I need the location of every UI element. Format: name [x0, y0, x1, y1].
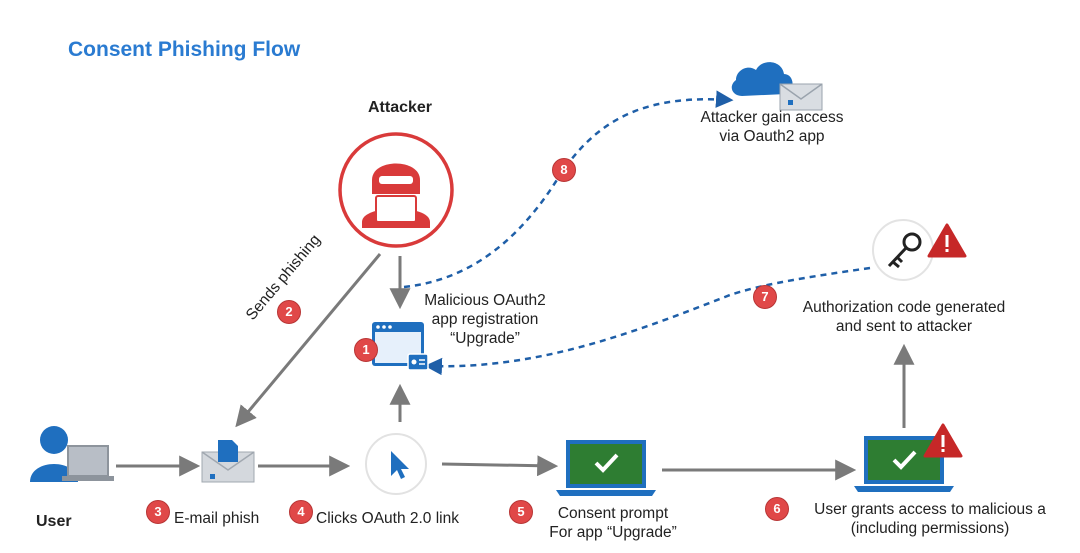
step-5-label: Consent prompt For app “Upgrade” [549, 505, 677, 541]
warning-icon-bottom [923, 423, 963, 458]
attacker-icon [338, 132, 454, 248]
user-label: User [36, 513, 72, 530]
warning-icon-top [927, 223, 967, 258]
step-6-label: User grants access to malicious a (inclu… [814, 501, 1046, 537]
cursor-icon [365, 433, 427, 495]
email-icon [201, 440, 255, 483]
attacker-label: Attacker [368, 99, 433, 116]
step-badge-4: 4 [289, 500, 313, 524]
key-icon [872, 219, 934, 281]
step-badge-1: 1 [354, 338, 378, 362]
step-3-label: E-mail phish [174, 510, 260, 527]
step-badge-8: 8 [552, 158, 576, 182]
step-badge-2: 2 [277, 300, 301, 324]
step-badge-3: 3 [146, 500, 170, 524]
app-window-icon [372, 322, 429, 371]
arrow-attacker-to-email [235, 253, 382, 428]
step-4-label: Clicks OAuth 2.0 link [316, 510, 459, 527]
cloud-mail-icon [731, 62, 823, 111]
arrow-authcode-to-app [424, 266, 871, 376]
access-label: Attacker gain access via Oauth2 app [700, 109, 844, 145]
arrow-click-to-consent [441, 455, 559, 477]
step-badge-6: 6 [765, 497, 789, 521]
step-badge-7: 7 [753, 285, 777, 309]
user-laptop-icon [30, 426, 114, 482]
malicious-app-label: Malicious OAuth2 app registration “Upgra… [424, 292, 546, 347]
step-badge-5: 5 [509, 500, 533, 524]
auth-code-label: Authorization code generated and sent to… [802, 299, 1006, 335]
page-title: Consent Phishing Flow [68, 38, 301, 61]
consent-laptop-icon [556, 440, 656, 496]
